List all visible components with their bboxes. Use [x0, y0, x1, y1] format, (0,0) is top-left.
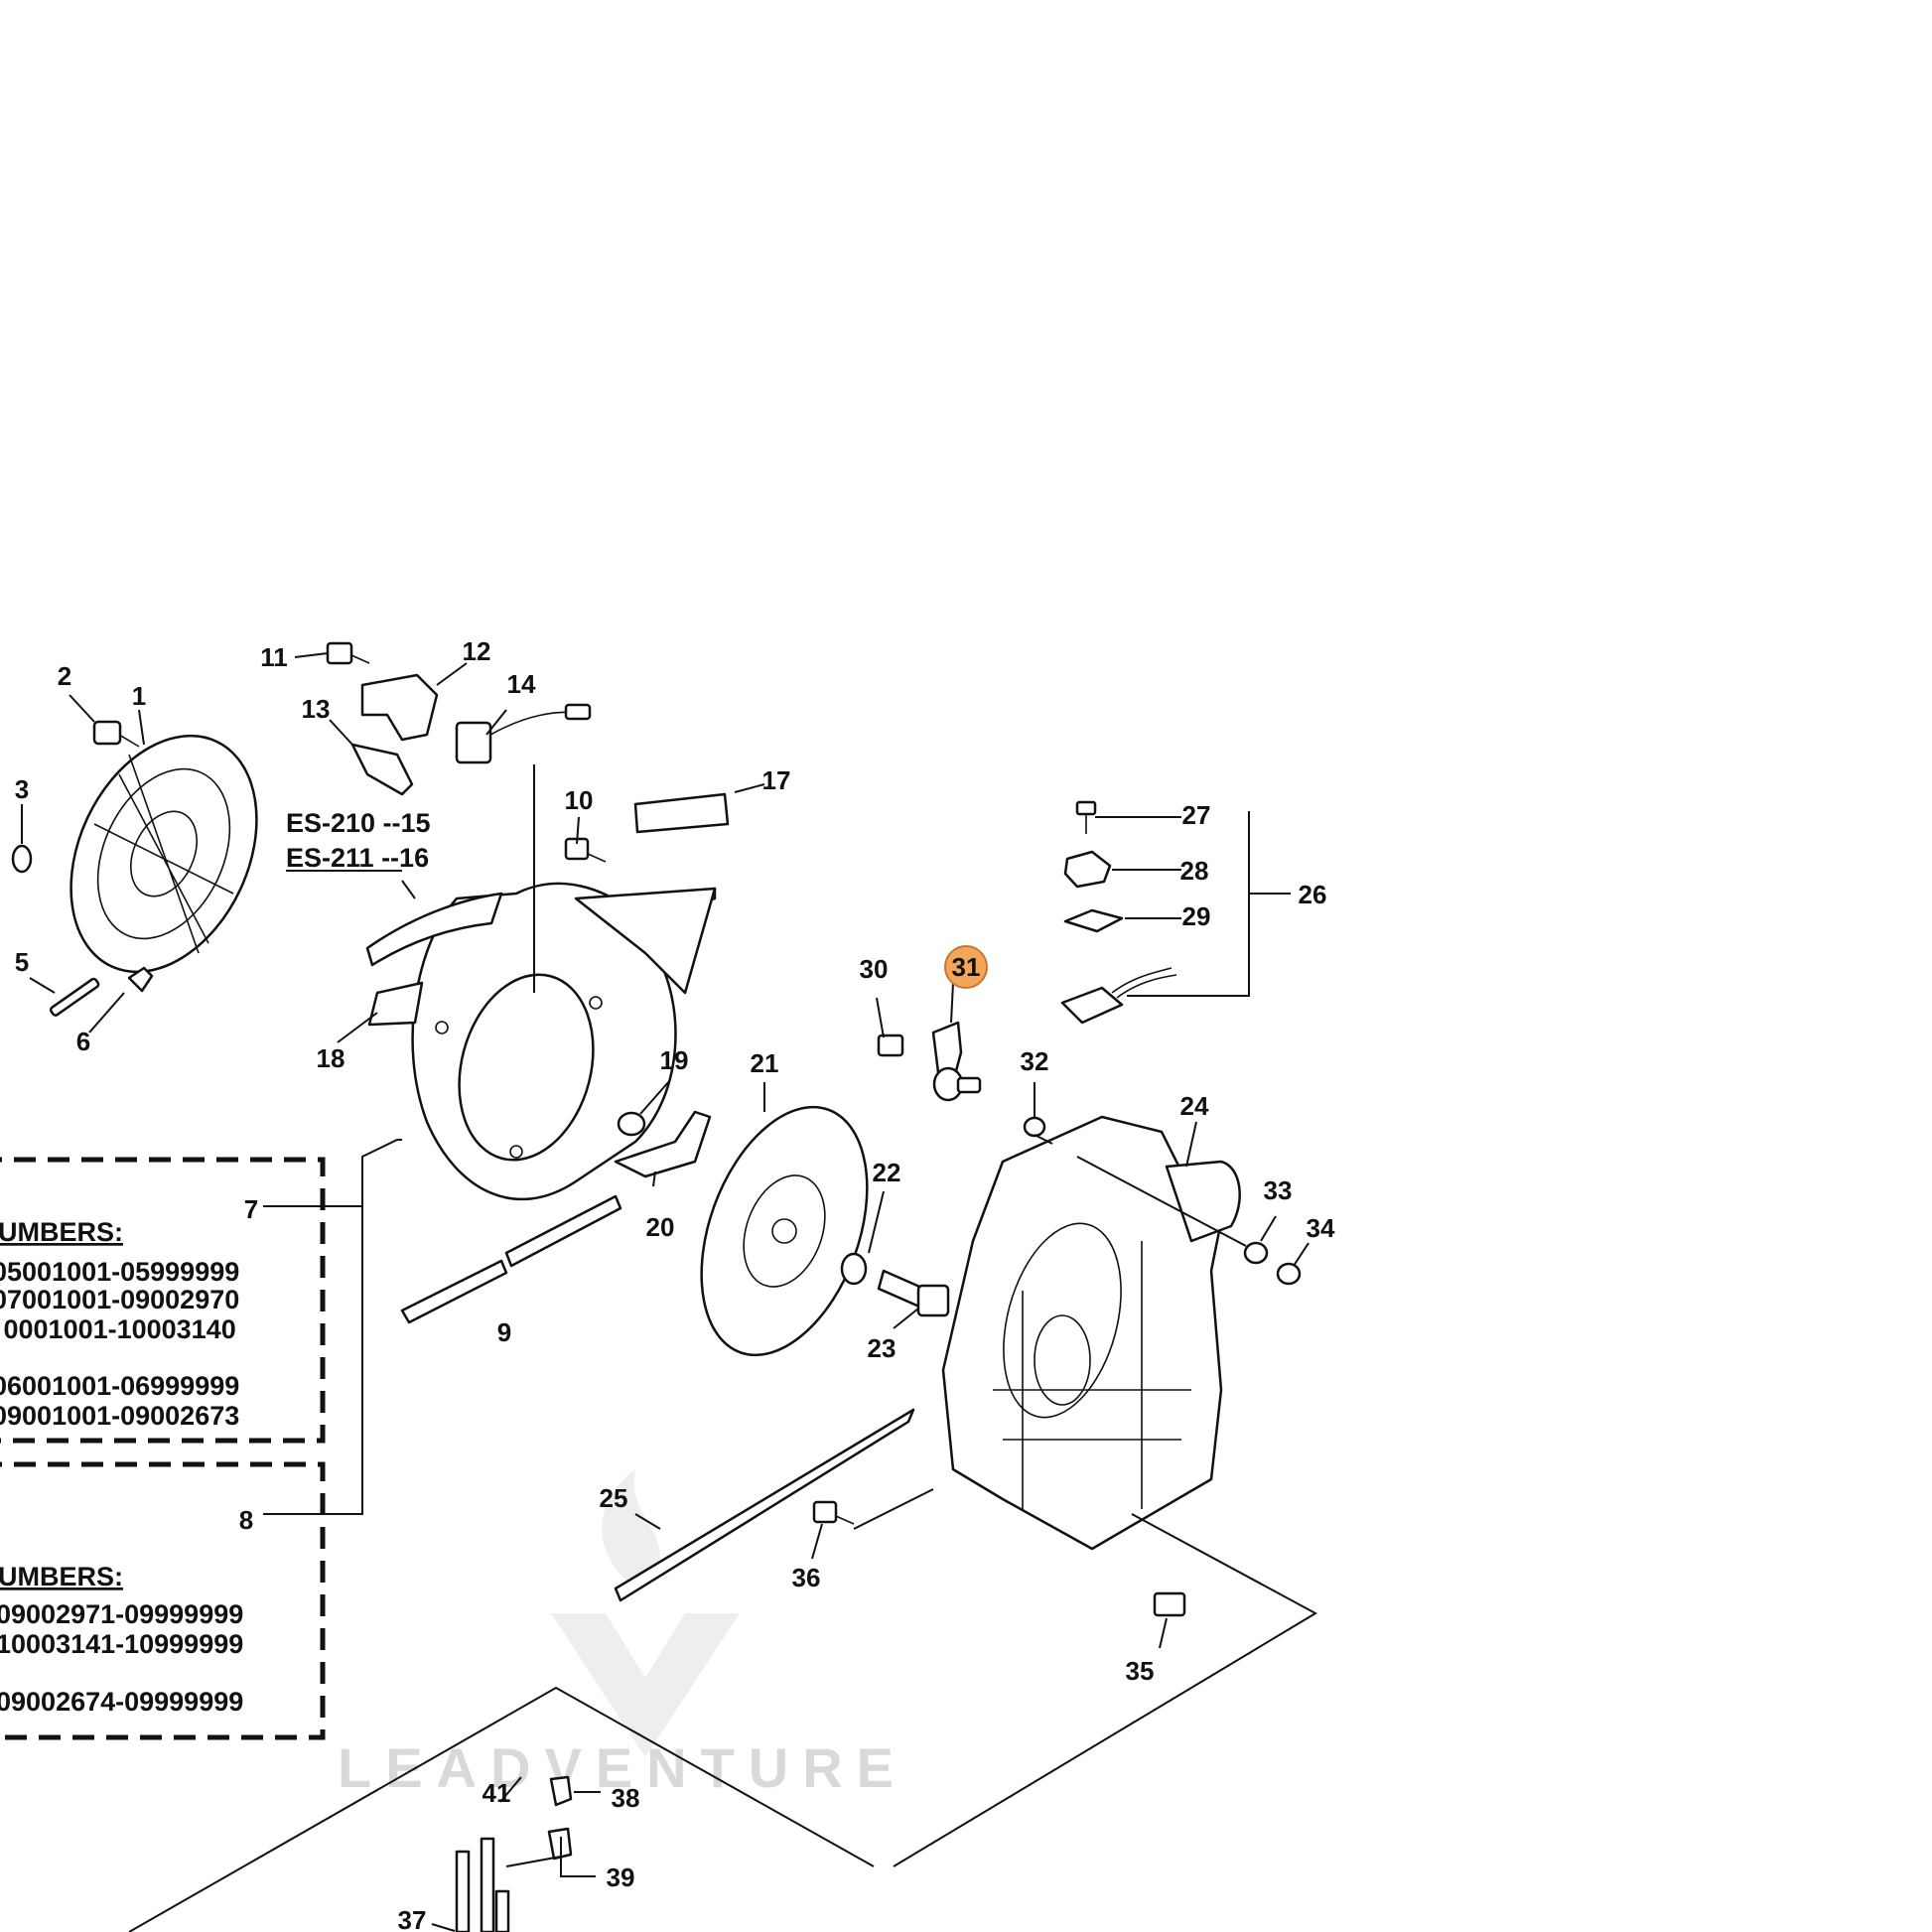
callout-7[interactable]: 7: [244, 1194, 258, 1224]
nut-34-part: [1276, 1262, 1302, 1286]
sensor-31-part: [931, 1021, 982, 1102]
callout-14[interactable]: 14: [507, 669, 536, 699]
callout-39[interactable]: 39: [607, 1863, 635, 1892]
clip-28-part: [1063, 850, 1112, 889]
serial-line: 07001001-09002970: [0, 1285, 239, 1314]
callout-24[interactable]: 24: [1180, 1091, 1209, 1121]
screw-30-part: [877, 1034, 904, 1057]
serial-heading-2: UMBERS:: [0, 1562, 123, 1591]
serial-line: 09002674-09999999: [0, 1687, 243, 1717]
spacer-20-part: [614, 1110, 712, 1178]
callout-34[interactable]: 34: [1307, 1213, 1335, 1243]
screw-27-part: [1075, 800, 1097, 834]
recoil-starter-part: [69, 734, 258, 974]
callout-labels: 1 2 3 5 6 7 8 9 10 11 12 13 14 17 18 19 …: [15, 636, 1335, 1932]
callout-2[interactable]: 2: [58, 661, 71, 691]
serial-line: 09002971-09999999: [0, 1599, 243, 1629]
strip-25-part: [614, 1408, 915, 1602]
callout-26[interactable]: 26: [1299, 880, 1327, 909]
callout-31[interactable]: 31: [952, 952, 981, 982]
tubes-37-41-part: [455, 1837, 510, 1932]
serial-line: 06001001-06999999: [0, 1371, 239, 1401]
callout-21[interactable]: 21: [751, 1048, 779, 1078]
screw-11-part: [326, 641, 370, 665]
screw-10-part: [564, 837, 607, 863]
callout-13[interactable]: 13: [302, 694, 331, 724]
callout-25[interactable]: 25: [600, 1483, 628, 1513]
callout-20[interactable]: 20: [646, 1212, 675, 1242]
serial-line: 0001001-10003140: [0, 1314, 236, 1344]
washer-22-part: [840, 1252, 868, 1286]
callout-9[interactable]: 9: [497, 1317, 511, 1347]
label-18-part: [367, 981, 424, 1027]
callout-37[interactable]: 37: [398, 1905, 427, 1932]
callout-3[interactable]: 3: [15, 774, 29, 804]
nut-33-part: [1243, 1241, 1269, 1265]
pawl-6-part: [127, 966, 154, 993]
callout-30[interactable]: 30: [860, 954, 889, 984]
screw-23-part: [877, 1269, 950, 1317]
decal-15-16-part: [365, 892, 503, 967]
switch-14-part: [455, 703, 592, 764]
callout-19[interactable]: 19: [660, 1045, 689, 1075]
connector-26-part: [1060, 967, 1177, 1025]
callout-41[interactable]: 41: [483, 1778, 511, 1808]
crankcase-24-part: [941, 1115, 1241, 1551]
watermark-text: LEADVENTURE: [338, 1736, 907, 1799]
ring-32-part: [1023, 1116, 1046, 1138]
nut-19-part: [617, 1111, 646, 1137]
callout-33[interactable]: 33: [1264, 1175, 1293, 1205]
serial-box-8-text: UMBERS: 09002971-09999999 10003141-10999…: [0, 1562, 243, 1717]
screw-36-part: [812, 1500, 855, 1525]
assembly-frame-line: [893, 1513, 1318, 1867]
callout-5[interactable]: 5: [15, 947, 29, 977]
callout-27[interactable]: 27: [1182, 800, 1211, 830]
callout-38[interactable]: 38: [612, 1783, 640, 1813]
plug-38-part: [549, 1775, 573, 1807]
callout-32[interactable]: 32: [1021, 1046, 1049, 1076]
callout-1[interactable]: 1: [132, 681, 146, 711]
callout-12[interactable]: 12: [463, 636, 491, 666]
serial-heading-1: UMBERS:: [0, 1217, 123, 1247]
lever-13-part: [350, 743, 414, 796]
watermark-logo-icon: [551, 1469, 740, 1757]
serial-line: 05001001-05999999: [0, 1257, 239, 1287]
label-17-part: [633, 792, 730, 834]
serial-line: 09001001-09002673: [0, 1401, 239, 1431]
bracket-12-part: [360, 673, 439, 742]
callout-29[interactable]: 29: [1182, 901, 1211, 931]
leader-lines: [21, 652, 1310, 1932]
callout-22[interactable]: 22: [873, 1158, 901, 1187]
callout-28[interactable]: 28: [1180, 856, 1209, 886]
strip-9b-part: [504, 1194, 622, 1268]
bolt-2-part: [92, 720, 140, 748]
serial-line: 10003141-10999999: [0, 1629, 243, 1659]
es-211-note: ES-211 --16: [286, 843, 429, 873]
callout-18[interactable]: 18: [317, 1043, 345, 1073]
callout-36[interactable]: 36: [792, 1563, 821, 1592]
serial-box-7: [0, 1157, 326, 1444]
washer-3-part: [11, 844, 33, 874]
callout-11[interactable]: 11: [260, 642, 288, 672]
callout-17[interactable]: 17: [762, 765, 791, 795]
serial-box-7-text: UMBERS: 05001001-05999999 07001001-09002…: [0, 1217, 239, 1431]
block-35-part: [1153, 1591, 1186, 1617]
pin-5-part: [49, 977, 100, 1017]
fan-21-part: [700, 1105, 869, 1357]
callout-23[interactable]: 23: [868, 1333, 897, 1363]
pad-29-part: [1063, 908, 1124, 933]
serial-box-8: [0, 1461, 326, 1740]
es-210-note: ES-210 --15: [286, 808, 431, 838]
assembly-frame-line: [128, 1686, 875, 1932]
callout-10[interactable]: 10: [565, 785, 594, 815]
callout-35[interactable]: 35: [1126, 1656, 1155, 1686]
strip-9a-part: [400, 1259, 508, 1324]
callout-8[interactable]: 8: [239, 1505, 253, 1535]
callout-6[interactable]: 6: [76, 1027, 90, 1056]
highlight-marker: [944, 945, 988, 989]
